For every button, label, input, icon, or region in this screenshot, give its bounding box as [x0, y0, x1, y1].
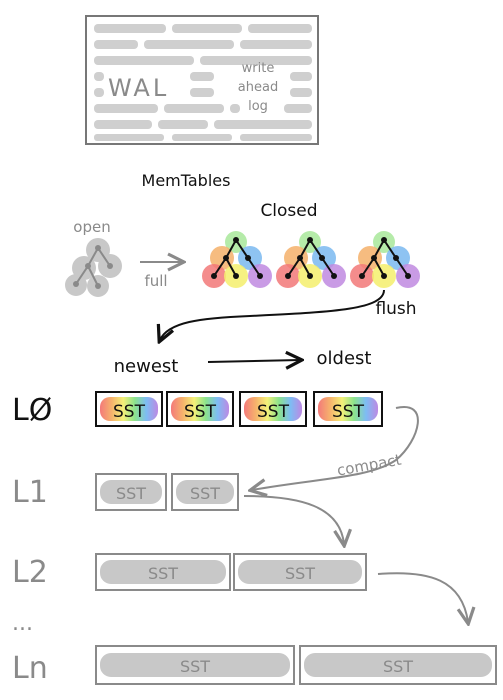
- l0-sst-1: SST: [95, 391, 163, 427]
- l1-sst-row: SST SST: [95, 473, 239, 511]
- ln-sst-1-label: SST: [180, 657, 210, 676]
- l0-sst-2-label: SST: [184, 402, 217, 422]
- wal-lines: [94, 24, 312, 141]
- ln-sst-2-label: SST: [383, 657, 413, 676]
- wal-note-line-3: log: [248, 99, 268, 114]
- closed-memtable-1: [202, 231, 272, 288]
- level-label-n: Ln: [12, 651, 48, 686]
- oldest-label: oldest: [317, 348, 372, 369]
- wal-box: WAL write ahead log: [85, 15, 319, 145]
- l0-sst-4: SST: [313, 391, 383, 427]
- closed-memtable-2: [276, 231, 346, 288]
- compact-arrow-l1-l2: [243, 495, 344, 544]
- ln-sst-row: SST SST: [95, 645, 497, 685]
- l2-sst-1: SST: [95, 553, 231, 591]
- l0-sst-1-label: SST: [113, 402, 146, 422]
- level-label-2: L2: [12, 555, 48, 590]
- wal-note-line-1: write: [242, 61, 275, 76]
- ln-sst-1: SST: [95, 645, 295, 685]
- l0-sst-2: SST: [166, 391, 234, 427]
- level-label-1: L1: [12, 475, 48, 510]
- l0-sst-3-label: SST: [257, 402, 290, 422]
- full-label: full: [144, 272, 167, 290]
- compact-arrow-l0-l1: [252, 405, 419, 490]
- l1-sst-1-label: SST: [116, 484, 146, 503]
- l2-sst-2-label: SST: [285, 564, 315, 583]
- l0-sst-3: SST: [239, 391, 307, 427]
- l1-sst-1: SST: [95, 473, 167, 511]
- l0-sst-row: SST SST SST SST: [95, 391, 383, 427]
- l1-sst-2: SST: [171, 473, 239, 511]
- memtables-title: MemTables: [142, 171, 231, 190]
- level-label-0: LØ: [12, 393, 52, 428]
- compact-arrow-l2-ln: [377, 572, 468, 622]
- l0-sst-4-label: SST: [332, 402, 365, 422]
- ln-sst-2: SST: [299, 645, 497, 685]
- closed-label: Closed: [260, 201, 317, 221]
- l2-sst-2: SST: [233, 553, 367, 591]
- level-label-ellipsis: ...: [12, 611, 33, 636]
- wal-label: WAL: [108, 74, 169, 102]
- order-arrow: [207, 360, 300, 362]
- newest-label: newest: [114, 356, 179, 377]
- flush-arrow: [160, 289, 385, 340]
- l1-sst-2-label: SST: [190, 484, 220, 503]
- open-label: open: [73, 218, 110, 236]
- l2-sst-1-label: SST: [148, 564, 178, 583]
- flush-label: flush: [375, 299, 416, 319]
- closed-memtable-3: [350, 231, 420, 288]
- wal-note-line-2: ahead: [238, 80, 278, 95]
- l2-sst-row: SST SST: [95, 553, 367, 591]
- compact-label: compact: [336, 451, 403, 480]
- open-memtable: [65, 238, 122, 297]
